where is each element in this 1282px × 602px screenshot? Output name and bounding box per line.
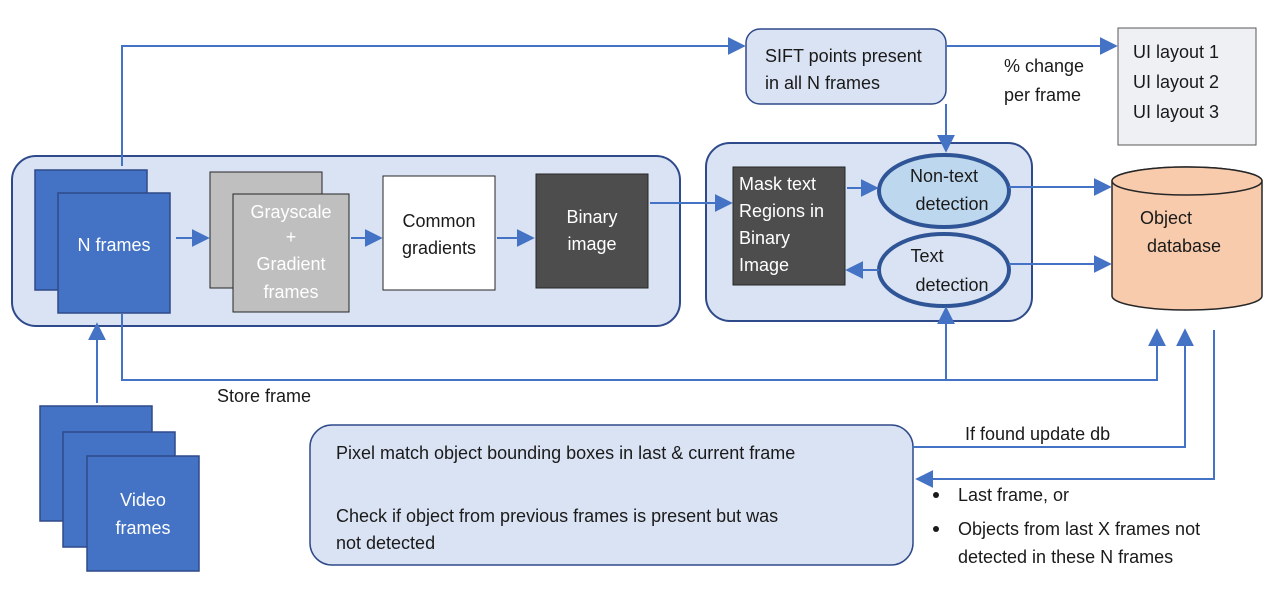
text-detection-node bbox=[877, 232, 1011, 308]
text-detection-label-1: Text bbox=[910, 246, 943, 266]
object-database-label-2: database bbox=[1147, 236, 1221, 256]
arrow-if-found-update-db bbox=[913, 328, 1194, 448]
mask-text-box bbox=[732, 166, 846, 286]
video-frames-label-2: frames bbox=[115, 518, 170, 538]
ui-layouts-box bbox=[1117, 27, 1257, 146]
bullet-1-label: Last frame, or bbox=[958, 485, 1069, 505]
mask-text-label-1: Mask text bbox=[739, 174, 816, 194]
video-frames-card bbox=[86, 455, 200, 572]
pct-change-label-2: per frame bbox=[1004, 85, 1081, 105]
pct-change-label-1: % change bbox=[1004, 56, 1084, 76]
common-gradients-box bbox=[382, 175, 496, 291]
common-gradients-label-1: Common bbox=[402, 211, 475, 231]
video-frames-label-1: Video bbox=[120, 490, 166, 510]
binary-image-box bbox=[535, 173, 649, 289]
grayscale-label-3: Gradient bbox=[256, 254, 325, 274]
pixel-match-box bbox=[309, 424, 914, 566]
grayscale-card bbox=[232, 193, 350, 313]
binary-image-label-1: Binary bbox=[566, 207, 617, 227]
non-text-detection-node bbox=[877, 153, 1011, 229]
non-text-detection-label-2: detection bbox=[915, 194, 988, 214]
grayscale-label-4: frames bbox=[263, 282, 318, 302]
binary-image-label-2: image bbox=[567, 234, 616, 254]
bullet-2 bbox=[933, 526, 939, 532]
common-gradients-label-2: gradients bbox=[402, 238, 476, 258]
arrow-n-frames-to-sift bbox=[121, 37, 746, 166]
object-database-node bbox=[1111, 166, 1263, 311]
pixel-match-label: Pixel match object bounding boxes in las… bbox=[336, 443, 795, 463]
mask-text-label-2: Regions in bbox=[739, 201, 824, 221]
check-object-label-2: not detected bbox=[336, 533, 435, 553]
mask-text-label-4: Image bbox=[739, 255, 789, 275]
check-object-label-1: Check if object from previous frames is … bbox=[336, 506, 778, 526]
ui-layout-2-label: UI layout 2 bbox=[1133, 72, 1219, 92]
sift-points-label-2: in all N frames bbox=[765, 73, 880, 93]
grayscale-label-1: Grayscale bbox=[250, 202, 331, 222]
bullet-2-label: Objects from last X frames not bbox=[958, 519, 1200, 539]
bullet-1 bbox=[933, 492, 939, 498]
object-database-label-1: Object bbox=[1140, 208, 1192, 228]
if-found-label: If found update db bbox=[965, 424, 1110, 444]
non-text-detection-label-1: Non-text bbox=[910, 166, 978, 186]
mask-text-label-3: Binary bbox=[739, 228, 790, 248]
ui-layout-1-label: UI layout 1 bbox=[1133, 42, 1219, 62]
grayscale-label-2: + bbox=[286, 227, 297, 247]
text-detection-label-2: detection bbox=[915, 275, 988, 295]
bullet-2-label-cont: detected in these N frames bbox=[958, 547, 1173, 567]
arrow-db-to-pixel-match bbox=[915, 330, 1215, 488]
store-frame-label: Store frame bbox=[217, 386, 311, 406]
sift-points-label-1: SIFT points present bbox=[765, 46, 922, 66]
n-frames-label: N frames bbox=[77, 235, 150, 255]
n-frames-card bbox=[57, 192, 171, 314]
sift-points-box bbox=[745, 28, 947, 105]
connector-store-frame bbox=[121, 314, 1166, 381]
ui-layout-3-label: UI layout 3 bbox=[1133, 102, 1219, 122]
